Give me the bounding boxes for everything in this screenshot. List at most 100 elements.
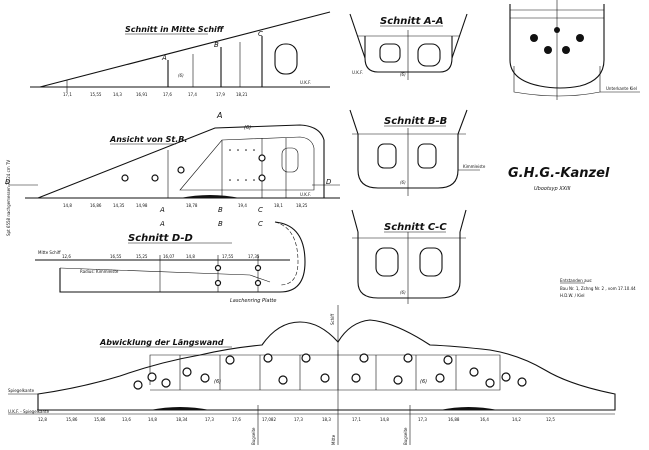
svg-text:14,98: 14,98	[136, 203, 148, 208]
schiff-note: Schiff	[330, 314, 335, 325]
svg-text:16,86: 16,86	[90, 203, 102, 208]
keel-shade	[180, 195, 240, 198]
svg-text:17,3: 17,3	[418, 417, 427, 422]
view-hole	[258, 154, 266, 162]
aa-hull	[364, 36, 453, 73]
svg-text:16,07: 16,07	[163, 254, 175, 259]
view-hole	[121, 174, 129, 182]
svg-text:18,78: 18,78	[186, 203, 198, 208]
bb-window-l	[377, 143, 397, 169]
svg-text:12,8: 12,8	[38, 417, 47, 422]
midship-section: Schnitt in Mitte Schiff A B C (6) U.K.F.…	[30, 11, 331, 97]
source-line-2: Bau Nr. 1, Zchng Nr. 2 , vom 17.10.44	[560, 286, 636, 291]
title-starboard: Ansicht von St.B.	[109, 135, 187, 144]
svg-text:16,88: 16,88	[448, 417, 460, 422]
marker-d-left: D	[5, 178, 11, 186]
view-outline	[37, 124, 325, 199]
svg-text:15,25: 15,25	[136, 254, 148, 259]
marker-b-view: B	[218, 206, 223, 214]
view-hole	[177, 166, 185, 174]
dd-slant	[59, 267, 271, 283]
radius-note: Radius: Kimmleiste	[80, 269, 119, 274]
view-hole	[258, 174, 266, 182]
svg-text:17,55: 17,55	[222, 254, 234, 259]
marker-a-top: A	[216, 111, 222, 120]
svg-text:12,5: 12,5	[546, 417, 555, 422]
svg-text:14,2: 14,2	[512, 417, 521, 422]
marker-c-dd: C	[258, 220, 263, 228]
title-aa: Schnitt A-A	[380, 16, 443, 27]
dev-outline	[37, 319, 616, 411]
dim-top-2: 15,55	[90, 92, 102, 97]
front-keel	[513, 66, 601, 97]
uk-label-view: U.K.F.	[300, 192, 311, 197]
section-bb: Schnitt B-B (6) Kimmleiste	[349, 109, 486, 196]
title-midship: Schnitt in Mitte Schiff	[125, 25, 225, 34]
source-line-1: Entstanden aus:	[560, 278, 593, 283]
dims-dev: 12,8 15,86 15,86 13,6 14,8 18,34 17,3 17…	[38, 417, 555, 422]
section-cc: Schnitt C-C (6)	[351, 209, 467, 304]
marker-d-right: D	[326, 178, 332, 186]
dim-top-5: 17,6	[163, 92, 172, 97]
dim-top-7: 17,9	[216, 92, 225, 97]
dd-inner-dash	[274, 221, 299, 286]
dims-dd: 12,6 16,55 15,25 16,07 14,8 17,55 17,35	[62, 254, 260, 259]
svg-text:14,8: 14,8	[186, 254, 195, 259]
svg-text:17,35: 17,35	[248, 254, 260, 259]
dim-top-6: 17,4	[188, 92, 197, 97]
svg-text:U.K.F.: U.K.F.	[352, 70, 363, 75]
svg-text:17,3: 17,3	[294, 417, 303, 422]
section-dd: Schnitt D-D A B C Mitte Schiff Radius: K…	[35, 220, 306, 304]
svg-text:(6): (6)	[400, 290, 406, 295]
svg-text:16,4: 16,4	[480, 417, 489, 422]
svg-text:18,3: 18,3	[322, 417, 331, 422]
bug-left-label: Bugseite	[251, 427, 256, 445]
svg-text:16,55: 16,55	[110, 254, 122, 259]
cc-window-r	[419, 247, 443, 277]
marker-a: A	[161, 54, 167, 62]
marker-b: B	[214, 41, 219, 49]
front-hole	[576, 34, 584, 42]
svg-text:14,8: 14,8	[148, 417, 157, 422]
marker-a-dd: A	[159, 220, 165, 228]
front-hole	[562, 46, 570, 54]
svg-text:17,3: 17,3	[205, 417, 214, 422]
svg-text:18,25: 18,25	[296, 203, 308, 208]
title-block: G.H.G.-Kanzel Ubootsyp XXIII Entstanden …	[508, 166, 636, 298]
title-dd: Schnitt D-D	[128, 233, 193, 244]
dims-top: 17,1 15,55 14,3 16,91 17,6 17,4 17,9 18,…	[63, 92, 248, 97]
svg-text:14,8: 14,8	[380, 417, 389, 422]
front-hole	[544, 46, 552, 54]
marker-c: C	[258, 30, 263, 38]
uk-spiegel-label: U.K.F. - Spiegelkante	[8, 409, 50, 414]
svg-text:17,1: 17,1	[352, 417, 361, 422]
view-inner-panel	[179, 136, 315, 191]
svg-text:15,86: 15,86	[66, 417, 78, 422]
dims-view: 14,8 16,86 14,35 14,98 18,78 19,4 18,1 1…	[63, 203, 308, 208]
laschenring-label: Laschenring Platte	[230, 298, 276, 304]
svg-text:15,86: 15,86	[94, 417, 106, 422]
dim-top-4: 16,91	[136, 92, 148, 97]
svg-text:13,6: 13,6	[122, 417, 131, 422]
kimmleiste-label: Kimmleiste	[463, 164, 486, 169]
svg-text:18,1: 18,1	[274, 203, 283, 208]
plate-label: (6)	[178, 73, 184, 78]
midship-window	[274, 43, 298, 75]
dd-outline	[59, 221, 306, 293]
cc-window-l	[375, 247, 399, 277]
dim-top-1: 17,1	[63, 92, 72, 97]
title-bb: Schnitt B-B	[384, 116, 447, 127]
svg-text:(6): (6)	[400, 180, 406, 185]
svg-text:(6): (6)	[214, 379, 221, 385]
uk-label-top: U.K.F.	[300, 80, 311, 85]
marker-b-dd: B	[218, 220, 223, 228]
marker-a-view: A	[159, 206, 165, 214]
section-aa: Schnitt A-A (6) U.K.F.	[349, 13, 468, 80]
dim-top-3: 14,3	[113, 92, 122, 97]
cc-hull	[357, 232, 461, 299]
svg-text:14,8: 14,8	[63, 203, 72, 208]
dev-inner-panel	[149, 354, 501, 391]
title-development: Abwicklung der Längswand	[99, 338, 224, 347]
midship-hull-line	[39, 11, 331, 88]
